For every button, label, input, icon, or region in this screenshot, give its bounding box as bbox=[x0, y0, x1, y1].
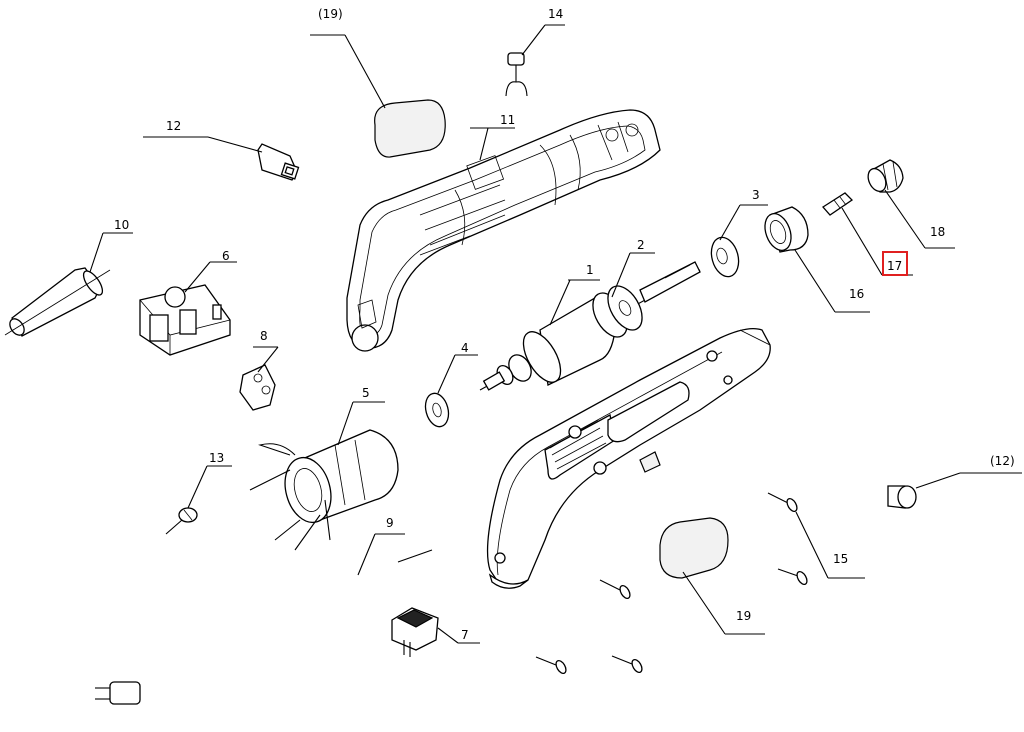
callout-12-paren: (12) bbox=[990, 454, 1015, 468]
part-9-power-cord bbox=[95, 548, 433, 705]
part-11-housing-half bbox=[346, 109, 661, 352]
part-17-collet bbox=[822, 192, 854, 216]
part-5-stator bbox=[249, 429, 399, 551]
screw-b bbox=[535, 656, 567, 675]
callout-15: 15 bbox=[833, 552, 848, 566]
part-13-screw bbox=[165, 507, 198, 535]
tool-body bbox=[486, 327, 771, 589]
callout-4: 4 bbox=[461, 341, 469, 355]
callout-14: 14 bbox=[548, 7, 563, 21]
part-8-terminal bbox=[239, 364, 276, 411]
highlight-box-17 bbox=[882, 251, 908, 276]
callout-9: 9 bbox=[386, 516, 394, 530]
part-10-strain-relief bbox=[4, 267, 111, 337]
part-15-screws bbox=[535, 492, 808, 675]
callout-13: 13 bbox=[209, 451, 224, 465]
callout-2: 2 bbox=[637, 238, 645, 252]
screw-a bbox=[599, 579, 631, 600]
part-14-clip bbox=[505, 52, 528, 97]
part-6-control-board bbox=[139, 284, 231, 356]
callout-6: 6 bbox=[222, 249, 230, 263]
callout-12: 12 bbox=[166, 119, 181, 133]
callout-11: 11 bbox=[500, 113, 515, 127]
part-19-grip-top bbox=[374, 99, 446, 158]
callout-10: 10 bbox=[114, 218, 129, 232]
callout-3: 3 bbox=[752, 188, 760, 202]
callout-16: 16 bbox=[849, 287, 864, 301]
callout-5: 5 bbox=[362, 386, 370, 400]
part-12-brush bbox=[257, 143, 300, 181]
callout-8: 8 bbox=[260, 329, 268, 343]
part-12-brush-cap bbox=[887, 485, 917, 509]
screw-c bbox=[611, 655, 643, 674]
part-19-grip bbox=[659, 517, 729, 579]
callout-17: 17 bbox=[887, 259, 902, 273]
callout-1: 1 bbox=[586, 263, 594, 277]
part-3-washer bbox=[710, 236, 740, 278]
callout-7: 7 bbox=[461, 628, 469, 642]
part-4-washer bbox=[424, 392, 450, 428]
callout-18: 18 bbox=[930, 225, 945, 239]
part-7-switch bbox=[391, 607, 439, 657]
part-16-collar bbox=[764, 206, 809, 253]
callout-19: 19 bbox=[736, 609, 751, 623]
part-18-collet-nut bbox=[867, 159, 904, 193]
screw-15b bbox=[777, 568, 808, 586]
screw-15a bbox=[767, 492, 798, 513]
part-2-bearing bbox=[592, 285, 643, 338]
callout-19-paren: (19) bbox=[318, 7, 343, 21]
